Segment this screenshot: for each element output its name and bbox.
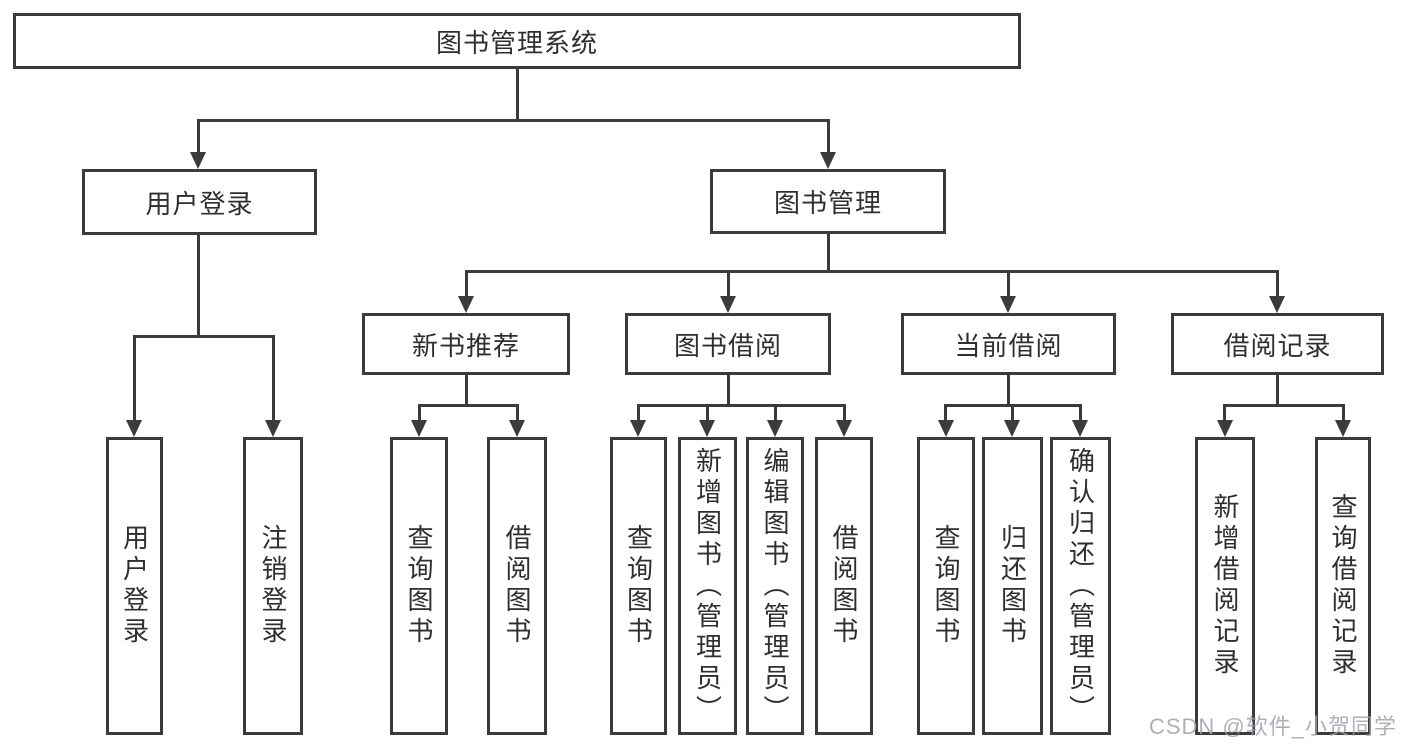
arrowhead-icon (265, 420, 281, 437)
connector-line (516, 404, 519, 423)
connector-line (1223, 404, 1345, 407)
node-label: 新书推荐 (411, 330, 520, 361)
node-user-login: 用户登录 (82, 169, 317, 235)
connector-line (827, 233, 830, 272)
arrowhead-icon (836, 420, 852, 437)
leaf-borrow-books: 借阅图书 (815, 437, 873, 735)
connector-line (418, 404, 421, 423)
node-library-management-system: 图书管理系统 (13, 13, 1021, 69)
node-current-borrowing: 当前借阅 (901, 313, 1116, 375)
leaf-add-borrow-record: 新增借阅记录 (1195, 437, 1255, 735)
node-label: 查询借阅记录 (1328, 493, 1358, 679)
node-new-book-recommendation: 新书推荐 (362, 313, 570, 375)
arrowhead-icon (1217, 420, 1233, 437)
connector-line (272, 335, 275, 422)
arrowhead-icon (630, 420, 646, 437)
node-label: 查询图书 (623, 524, 654, 648)
connector-line (637, 404, 640, 423)
leaf-logout: 注销登录 (243, 437, 303, 735)
connector-line (197, 119, 200, 153)
leaf-query-borrow-record: 查询借阅记录 (1315, 437, 1371, 735)
connector-line (418, 404, 519, 407)
connector-line (133, 335, 136, 422)
leaf-user-login: 用户登录 (106, 437, 163, 735)
leaf-add-books-admin: 新增图书（管理员） (678, 437, 737, 735)
arrowhead-icon (699, 420, 715, 437)
node-label: 查询图书 (404, 524, 434, 648)
node-label: 图书借阅 (673, 330, 782, 361)
connector-line (465, 270, 468, 298)
connector-line (843, 404, 846, 423)
connector-line (133, 335, 275, 338)
node-label: 用户登录 (119, 524, 150, 648)
node-book-borrowing: 图书借阅 (625, 313, 831, 375)
node-label: 编辑图书（管理员） (760, 446, 790, 726)
leaf-return-books: 归还图书 (982, 437, 1043, 735)
arrowhead-icon (938, 420, 954, 437)
connector-line (774, 404, 777, 423)
node-label: 图书管理 (773, 188, 882, 218)
connector-line (197, 234, 200, 337)
connector-line (1276, 270, 1279, 298)
node-label: 新增借阅记录 (1210, 493, 1240, 679)
leaf-query-books-recommend: 查询图书 (390, 437, 448, 735)
node-label: 借阅图书 (502, 524, 532, 648)
leaf-confirm-return-admin: 确认归还（管理员） (1050, 437, 1111, 735)
node-borrowing-records: 借阅记录 (1171, 313, 1384, 375)
connector-line (727, 270, 730, 298)
node-label: 借阅图书 (829, 524, 859, 648)
connector-line (827, 119, 830, 153)
connector-line (1007, 375, 1010, 406)
leaf-borrow-books-recommend: 借阅图书 (487, 437, 547, 735)
arrowhead-icon (190, 152, 206, 169)
connector-line (197, 119, 830, 122)
leaf-query-books-current: 查询图书 (917, 437, 975, 735)
watermark: CSDN @软件_小贺同学 (1148, 714, 1397, 739)
connector-line (1011, 404, 1014, 423)
connector-line (1276, 375, 1279, 406)
connector-line (1223, 404, 1226, 423)
arrowhead-icon (126, 420, 142, 437)
node-label: 归还图书 (997, 524, 1028, 648)
arrowhead-icon (1335, 420, 1351, 437)
arrowhead-icon (767, 420, 783, 437)
arrowhead-icon (1072, 420, 1088, 437)
connector-line (944, 404, 947, 423)
leaf-query-books-borrowing: 查询图书 (610, 437, 667, 735)
arrowhead-icon (820, 152, 836, 169)
connector-line (637, 404, 846, 407)
arrowhead-icon (411, 420, 427, 437)
connector-line (1079, 404, 1082, 423)
arrowhead-icon (1004, 420, 1020, 437)
arrowhead-icon (509, 420, 525, 437)
arrowhead-icon (458, 296, 474, 313)
connector-line (1342, 404, 1345, 423)
connector-line (706, 404, 709, 423)
node-label: 图书管理系统 (435, 27, 598, 58)
node-label: 新增图书（管理员） (692, 446, 723, 726)
leaf-edit-books-admin: 编辑图书（管理员） (746, 437, 804, 735)
arrowhead-icon (1000, 296, 1016, 313)
node-label: 查询图书 (931, 524, 961, 648)
connector-line (465, 375, 468, 406)
node-label: 确认归还（管理员） (1065, 446, 1096, 726)
node-book-management: 图书管理 (710, 169, 946, 234)
connector-line (1007, 270, 1010, 298)
node-label: 注销登录 (258, 524, 288, 648)
connector-line (516, 69, 519, 120)
arrowhead-icon (720, 296, 736, 313)
connector-line (465, 270, 1279, 273)
node-label: 借阅记录 (1223, 330, 1332, 361)
node-label: 当前借阅 (954, 330, 1063, 361)
connector-line (727, 375, 730, 406)
node-label: 用户登录 (145, 188, 254, 219)
arrowhead-icon (1269, 296, 1285, 313)
